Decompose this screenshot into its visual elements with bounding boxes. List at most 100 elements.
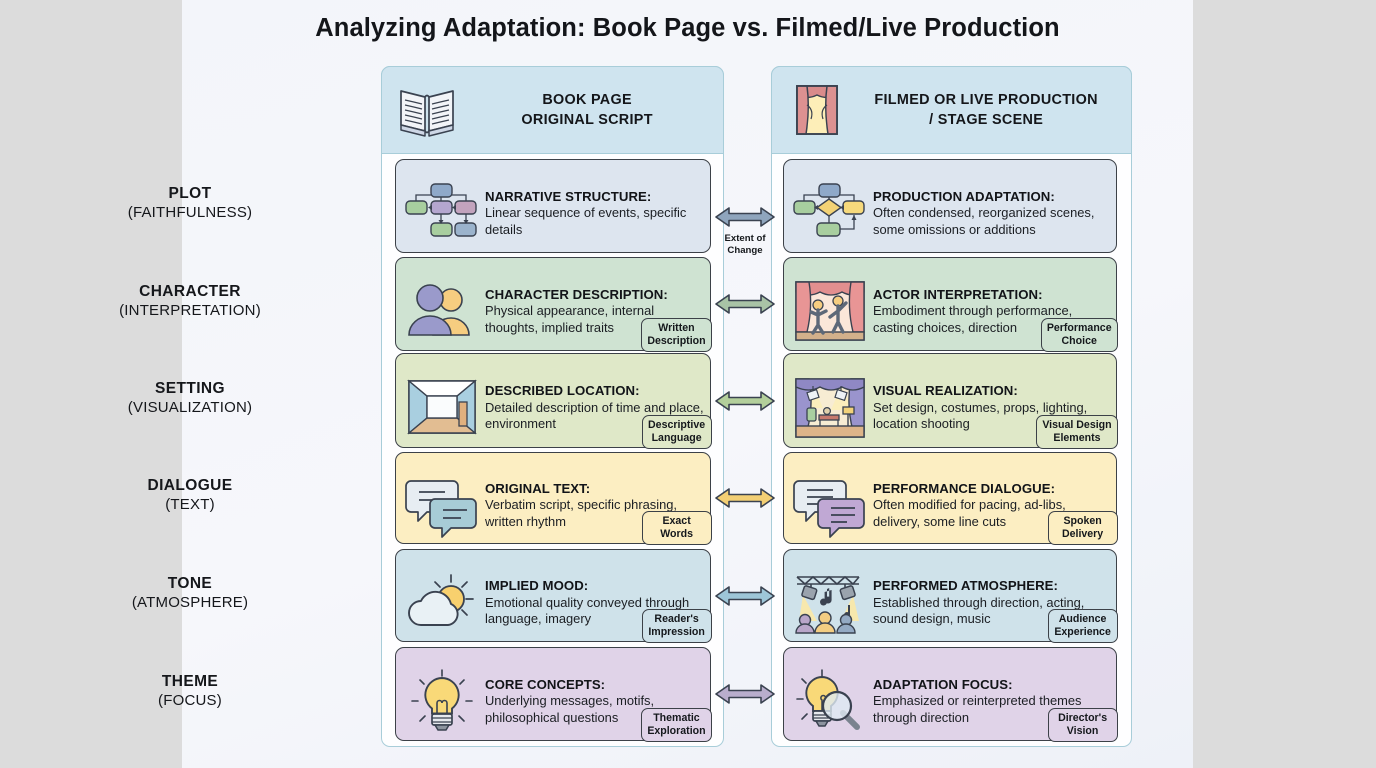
stage-set-icon: [791, 374, 869, 442]
card-theme-left[interactable]: CORE CONCEPTS:Underlying messages, motif…: [395, 647, 712, 742]
row-label-main: THEME: [161, 673, 219, 690]
connector-arrow-plot: [714, 204, 776, 230]
column-header-line1-left: BOOK PAGE: [542, 91, 632, 108]
card-text: PRODUCTION ADAPTATION:Often condensed, r…: [873, 188, 1110, 239]
card-body: Physical appearance, internal thoughts, …: [485, 303, 655, 335]
card-plot-left[interactable]: NARRATIVE STRUCTURE:Linear sequence of e…: [395, 159, 711, 253]
column-header-text-right: FILMED OR LIVE PRODUCTION / STAGE SCENE: [848, 90, 1131, 130]
card-title: CORE CONCEPTS:: [485, 676, 606, 692]
row-label-dialogue: DIALOGUE (TEXT): [0, 476, 380, 514]
connector-arrow-theme: [714, 681, 776, 707]
connector-arrow-dialogue: [714, 485, 776, 511]
row-label-sub: (VISUALIZATION): [127, 398, 253, 416]
card-text: DESCRIBED LOCATION:Detailed description …: [485, 382, 704, 433]
card-body: Embodiment through performance, casting …: [873, 303, 1073, 335]
card-body: Emphasized or reinterpreted themes throu…: [873, 693, 1082, 725]
card-body: Emotional quality conveyed through langu…: [485, 594, 690, 627]
row-label-main: SETTING: [155, 379, 225, 397]
open-book-icon: [396, 81, 458, 139]
card-setting-right[interactable]: VISUAL REALIZATION:Set design, costumes,…: [783, 353, 1118, 449]
card-tone-left[interactable]: IMPLIED MOOD:Emotional quality conveyed …: [395, 549, 712, 643]
row-label-main: PLOT: [168, 185, 212, 202]
row-label-sub: (ATMOSPHERE): [131, 593, 249, 611]
empty-room-icon: [403, 374, 481, 442]
row-label-plot: PLOT (FAITHFULNESS): [0, 184, 380, 222]
connector-arrow-tone: [714, 583, 776, 609]
card-body: Often condensed, reorganized scenes, som…: [873, 205, 1095, 237]
actors-on-stage-icon: [791, 277, 869, 345]
row-label-sub: (FAITHFULNESS): [127, 204, 253, 221]
card-character-right[interactable]: ACTOR INTERPRETATION:Embodiment through …: [783, 257, 1118, 352]
column-header-line2-left: ORIGINAL SCRIPT: [521, 111, 653, 128]
card-title: ORIGINAL TEXT:: [485, 480, 591, 496]
card-title: NARRATIVE STRUCTURE:: [485, 188, 652, 204]
stage-curtain-icon: [786, 81, 848, 139]
card-setting-left[interactable]: DESCRIBED LOCATION:Detailed description …: [395, 353, 712, 449]
card-text: ORIGINAL TEXT:Verbatim script, specific …: [485, 480, 704, 531]
connector-label-line1: Extent of: [724, 233, 766, 244]
page-title: Analyzing Adaptation: Book Page vs. Film…: [315, 14, 1060, 42]
card-body: Verbatim script, specific phrasing, writ…: [485, 497, 678, 529]
card-title: DESCRIBED LOCATION:: [485, 383, 640, 399]
lightbulb-magnifier-icon: [791, 667, 869, 735]
card-text: ACTOR INTERPRETATION:Embodiment through …: [873, 286, 1110, 337]
card-text: PERFORMED ATMOSPHERE:Established through…: [873, 577, 1110, 628]
card-body: Underlying messages, motifs, philosophic…: [485, 693, 655, 725]
card-body: Established through direction, acting, s…: [873, 594, 1085, 627]
card-body: Set design, costumes, props, lighting, l…: [873, 399, 1088, 432]
card-title: VISUAL REALIZATION:: [873, 383, 1018, 399]
card-text: ADAPTATION FOCUS:Emphasized or reinterpr…: [873, 676, 1110, 727]
card-body: Detailed description of time and place, …: [485, 399, 704, 432]
diagram-canvas: Analyzing Adaptation: Book Page vs. Film…: [119, 0, 1193, 768]
card-dialogue-right[interactable]: PERFORMANCE DIALOGUE:Often modified for …: [783, 452, 1118, 545]
card-text: PERFORMANCE DIALOGUE:Often modified for …: [873, 480, 1110, 531]
card-text: IMPLIED MOOD:Emotional quality conveyed …: [485, 577, 704, 628]
row-label-main: CHARACTER: [139, 283, 241, 300]
card-text: NARRATIVE STRUCTURE:Linear sequence of e…: [485, 188, 704, 239]
stage-lights-audience-icon: [791, 569, 869, 637]
card-body: Linear sequence of events, specific deta…: [485, 205, 687, 237]
card-title: PERFORMED ATMOSPHERE:: [873, 578, 1058, 594]
card-tone-right[interactable]: PERFORMED ATMOSPHERE:Established through…: [783, 549, 1118, 643]
card-body: Often modified for pacing, ad-libs, deli…: [873, 497, 1066, 529]
column-header-book-page: BOOK PAGE ORIGINAL SCRIPT: [380, 65, 724, 154]
column-header-line1-right: FILMED OR LIVE PRODUCTION: [874, 91, 1098, 108]
connector-arrow-character: [714, 291, 776, 317]
card-plot-right[interactable]: PRODUCTION ADAPTATION:Often condensed, r…: [783, 159, 1117, 253]
row-label-character: CHARACTER(INTERPRETATION): [0, 282, 380, 320]
card-title: IMPLIED MOOD:: [485, 578, 589, 594]
card-text: CHARACTER DESCRIPTION:Physical appearanc…: [485, 286, 704, 337]
card-title: CHARACTER DESCRIPTION:: [485, 286, 668, 302]
card-title: PERFORMANCE DIALOGUE:: [873, 480, 1056, 496]
row-label-tone: TONE(ATMOSPHERE): [0, 574, 380, 612]
card-theme-right[interactable]: ADAPTATION FOCUS:Emphasized or reinterpr…: [783, 647, 1118, 742]
card-dialogue-left[interactable]: ORIGINAL TEXT:Verbatim script, specific …: [395, 452, 712, 545]
flowchart-diamond-icon: [791, 179, 869, 247]
lightbulb-icon: [403, 667, 481, 735]
row-label-main: DIALOGUE: [147, 477, 233, 494]
card-title: ADAPTATION FOCUS:: [873, 676, 1013, 692]
connector-label-line2: Change: [727, 244, 763, 256]
column-header-production: FILMED OR LIVE PRODUCTION / STAGE SCENE: [770, 65, 1132, 154]
column-header-line2-right: / STAGE SCENE: [929, 111, 1044, 128]
card-text: VISUAL REALIZATION:Set design, costumes,…: [873, 382, 1110, 433]
card-title: PRODUCTION ADAPTATION:: [873, 188, 1055, 204]
column-header-text-left: BOOK PAGE ORIGINAL SCRIPT: [458, 90, 723, 130]
connector-arrow-setting: [714, 388, 776, 414]
row-label-sub: (TEXT): [165, 496, 215, 513]
card-character-left[interactable]: CHARACTER DESCRIPTION:Physical appearanc…: [395, 257, 712, 352]
row-label-setting: SETTING(VISUALIZATION): [0, 379, 380, 417]
row-label-theme: THEME(FOCUS): [0, 672, 380, 710]
sun-cloud-icon: [403, 569, 481, 637]
